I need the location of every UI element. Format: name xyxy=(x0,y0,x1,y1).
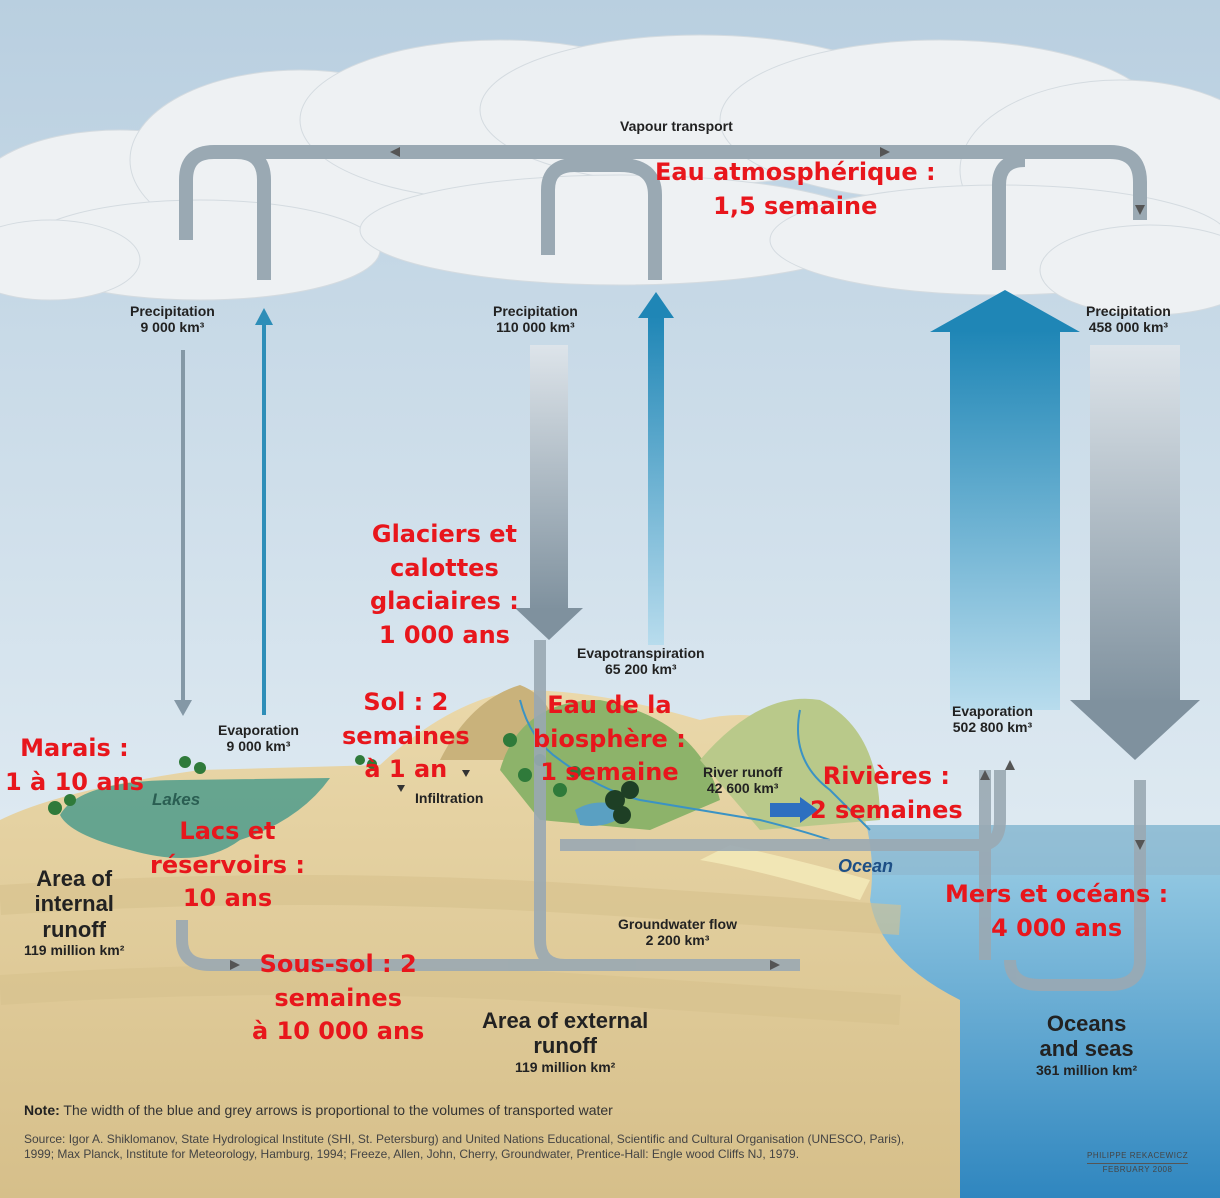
evapotranspiration-value: 65 200 km³ xyxy=(604,661,677,678)
infiltration-label: Infiltration xyxy=(415,790,484,806)
note: Note: The width of the blue and grey arr… xyxy=(24,1102,924,1118)
evaporation-left-value: 9 000 km³ xyxy=(226,738,291,755)
residence-rivers: Rivières : 2 semaines xyxy=(810,760,963,827)
evaporation-left-label: Evaporation 9 000 km³ xyxy=(218,722,299,754)
evaporation-right-title: Evaporation xyxy=(952,703,1033,719)
river-runoff-value: 42 600 km³ xyxy=(706,780,779,797)
oceans-seas-label: Oceans and seas 361 million km² xyxy=(1036,1011,1137,1078)
residence-subsoil: Sous-sol : 2 semaines à 10 000 ans xyxy=(252,948,424,1049)
residence-lakes-line2: réservoirs : xyxy=(150,850,305,879)
vapour-arrowheads xyxy=(390,147,1145,215)
runoff-pipes xyxy=(176,640,1146,991)
oceans-seas-area: 361 million km² xyxy=(1036,1061,1138,1078)
note-text: The width of the blue and grey arrows is… xyxy=(63,1102,613,1118)
residence-subsoil-line1: Sous-sol : 2 xyxy=(259,950,417,978)
forest-hill xyxy=(500,700,720,830)
residence-subsoil-line3: à 10 000 ans xyxy=(252,1017,425,1046)
precipitation-left-title: Precipitation xyxy=(130,303,215,319)
residence-marshes: Marais : 1 à 10 ans xyxy=(5,732,144,799)
residence-rivers-line1: Rivières : xyxy=(822,762,950,790)
precipitation-mid-label: Precipitation 110 000 km³ xyxy=(493,303,578,335)
precipitation-right-title: Precipitation xyxy=(1086,303,1171,319)
external-runoff-area: 119 million km² xyxy=(514,1058,616,1075)
coast-beach xyxy=(700,845,870,900)
residence-soil: Sol : 2 semaines à 1 an xyxy=(342,686,470,787)
residence-biosphere: Eau de la biosphère : 1 semaine xyxy=(533,689,686,790)
vapour-transport-loops xyxy=(179,145,1147,280)
credit-name: PHILIPPE REKACEWICZ xyxy=(1087,1150,1189,1164)
evapotranspiration-label: Evapotranspiration 65 200 km³ xyxy=(577,645,705,677)
evaporation-left-title: Evaporation xyxy=(218,722,299,738)
internal-runoff-label: Area of internal runoff 119 million km² xyxy=(24,866,124,958)
author-credit: PHILIPPE REKACEWICZ FEBRUARY 2008 xyxy=(1087,1150,1189,1177)
residence-biosphere-line2: biosphère : xyxy=(533,724,686,753)
ocean-label: Ocean xyxy=(838,856,894,876)
source-text: Source: Igor A. Shiklomanov, State Hydro… xyxy=(24,1132,905,1161)
residence-seas-line2: 4 000 ans xyxy=(991,913,1123,942)
residence-biosphere-line1: Eau de la xyxy=(547,691,672,719)
mountain-right xyxy=(700,698,880,830)
rivers xyxy=(519,699,871,841)
precipitation-left-label: Precipitation 9 000 km³ xyxy=(130,303,215,335)
residence-soil-line3: à 1 an xyxy=(364,755,448,784)
evaporation-right-value: 502 800 km³ xyxy=(952,719,1033,736)
vapour-transport-label: Vapour transport xyxy=(620,118,733,134)
residence-rivers-line2: 2 semaines xyxy=(810,795,963,824)
residence-marshes-line2: 1 à 10 ans xyxy=(5,767,144,796)
residence-lakes-line1: Lacs et xyxy=(179,817,276,845)
lake xyxy=(60,778,330,858)
groundwater-flow-label: Groundwater flow 2 200 km³ xyxy=(618,916,737,948)
residence-atmosphere: Eau atmosphérique : 1,5 semaine xyxy=(655,156,936,223)
infiltration-arrows xyxy=(397,770,470,792)
precipitation-left-value: 9 000 km³ xyxy=(140,319,205,336)
internal-runoff-line3: runoff xyxy=(42,916,106,942)
internal-runoff-area: 119 million km² xyxy=(24,941,125,958)
precipitation-right-value: 458 000 km³ xyxy=(1088,319,1169,336)
residence-lakes-reservoirs: Lacs et réservoirs : 10 ans xyxy=(150,815,305,916)
precipitation-right-label: Precipitation 458 000 km³ xyxy=(1086,303,1171,335)
residence-soil-line1: Sol : 2 xyxy=(363,688,449,716)
residence-lakes-line3: 10 ans xyxy=(182,884,273,913)
evaporation-right-label: Evaporation 502 800 km³ xyxy=(952,703,1033,735)
residence-atmosphere-line1: Eau atmosphérique : xyxy=(655,158,936,186)
precipitation-arrows xyxy=(174,345,1200,760)
residence-seas-line1: Mers et océans : xyxy=(945,880,1169,908)
precipitation-mid-value: 110 000 km³ xyxy=(496,319,575,336)
residence-marshes-line1: Marais : xyxy=(20,734,129,762)
external-runoff-label: Area of external runoff 119 million km² xyxy=(482,1008,648,1075)
internal-runoff-line2: internal xyxy=(34,891,114,917)
groundwater-flow-title: Groundwater flow xyxy=(618,916,737,932)
runoff-arrowheads xyxy=(230,760,1145,970)
residence-biosphere-line3: 1 semaine xyxy=(540,758,679,787)
external-runoff-line1: Area of external xyxy=(482,1008,649,1033)
precipitation-mid-title: Precipitation xyxy=(493,303,578,319)
river-runoff-arrow xyxy=(770,797,818,823)
residence-glaciers-line2: calottes xyxy=(390,553,499,582)
residence-atmosphere-line2: 1,5 semaine xyxy=(713,191,878,220)
residence-glaciers: Glaciers et calottes glaciaires : 1 000 … xyxy=(370,518,519,652)
residence-glaciers-line3: glaciaires : xyxy=(370,587,519,616)
residence-seas-oceans: Mers et océans : 4 000 ans xyxy=(945,878,1168,945)
credit-date: FEBRUARY 2008 xyxy=(1102,1164,1173,1174)
oceans-seas-line1: Oceans xyxy=(1046,1011,1127,1036)
dark-trees xyxy=(605,781,639,824)
lakes-label: Lakes xyxy=(152,790,201,809)
evapotranspiration-title: Evapotranspiration xyxy=(577,645,705,661)
oceans-seas-line2: and seas xyxy=(1039,1036,1134,1062)
residence-subsoil-line2: semaines xyxy=(274,983,402,1012)
note-label: Note: xyxy=(24,1102,60,1118)
residence-soil-line2: semaines xyxy=(342,721,470,750)
residence-glaciers-line1: Glaciers et xyxy=(371,520,517,548)
external-runoff-line2: runoff xyxy=(533,1033,597,1059)
evaporation-arrows xyxy=(255,290,1080,715)
internal-runoff-line1: Area of xyxy=(36,866,113,891)
residence-glaciers-line4: 1 000 ans xyxy=(378,620,510,649)
river-runoff-label: River runoff 42 600 km³ xyxy=(703,764,782,796)
river-runoff-title: River runoff xyxy=(703,764,783,780)
groundwater-flow-value: 2 200 km³ xyxy=(645,932,710,949)
